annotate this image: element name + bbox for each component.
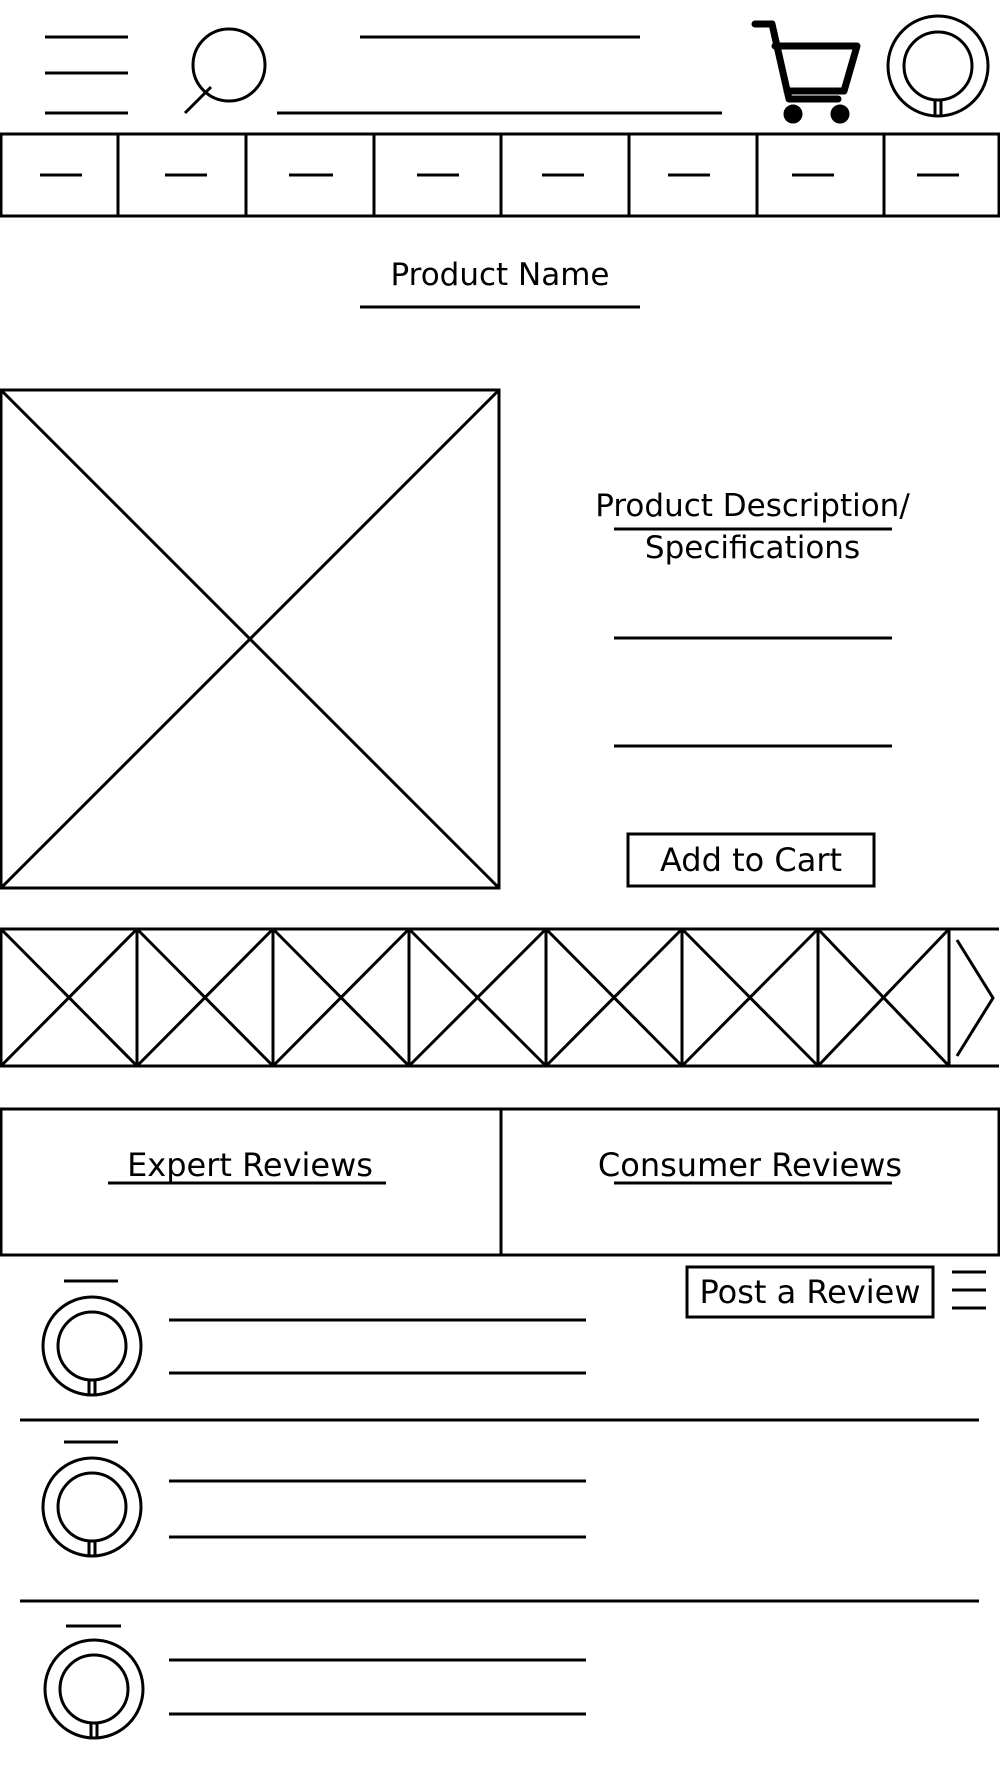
profile-icon[interactable] (886, 14, 990, 118)
thumbnail-image[interactable] (544, 927, 684, 1068)
thumbnail-image[interactable] (271, 927, 411, 1068)
thumbnail-image[interactable] (816, 927, 951, 1068)
thumbnail-image[interactable] (0, 927, 139, 1068)
tab-expert-reviews[interactable]: Expert Reviews (127, 1146, 373, 1184)
cart-icon[interactable] (751, 20, 861, 124)
thumbnail-image[interactable] (680, 927, 820, 1068)
tab-consumer-reviews[interactable]: Consumer Reviews (597, 1146, 903, 1184)
review-item (41, 1279, 586, 1397)
thumbnail-image[interactable] (407, 927, 548, 1068)
search-icon[interactable] (183, 27, 267, 115)
add-to-cart-button[interactable]: Add to Cart (659, 841, 843, 879)
add-to-cart-button-outline (626, 832, 876, 888)
product-image-placeholder (0, 388, 501, 890)
menu-icon[interactable] (45, 35, 128, 115)
product-name: Product Name (390, 257, 610, 293)
thumbnail-carousel (0, 927, 999, 1068)
avatar (41, 1295, 143, 1397)
post-review-button[interactable]: Post a Review (699, 1273, 921, 1311)
menu-icon[interactable] (952, 1270, 986, 1310)
avatar (41, 1456, 143, 1558)
chevron-right-icon[interactable] (955, 939, 995, 1057)
post-review-button-outline (685, 1265, 935, 1319)
thumbnail-image[interactable] (135, 927, 275, 1068)
product-description-heading: Product Description/ Specifications (595, 488, 910, 566)
review-tabs (0, 1107, 1000, 1257)
review-item (41, 1440, 586, 1558)
category-nav (0, 132, 1000, 218)
review-item (43, 1624, 586, 1740)
avatar (43, 1638, 145, 1740)
